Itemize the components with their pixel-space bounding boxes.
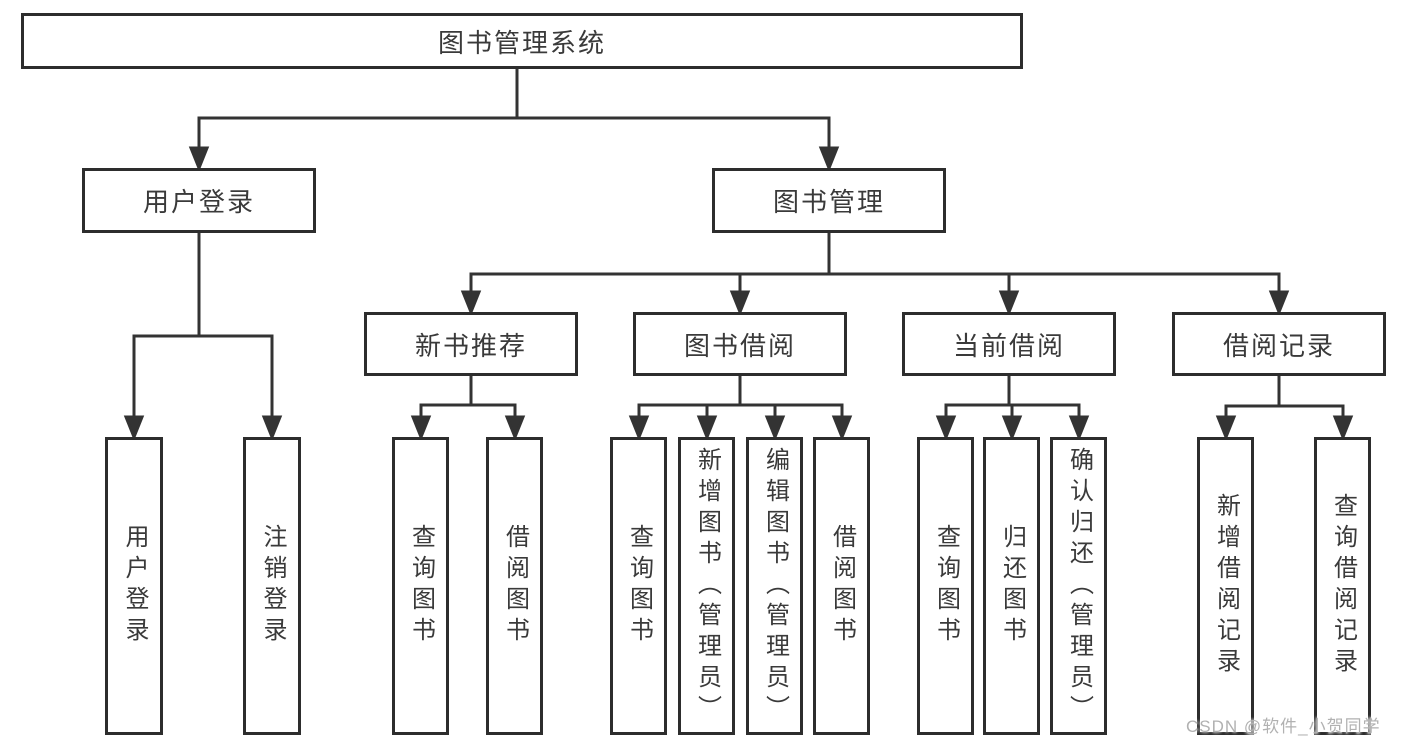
node-book-management-label: 图书管理	[772, 187, 885, 217]
node-book-borrowing: 图书借阅	[633, 312, 847, 376]
leaf-return-book-label: 归还图书	[998, 524, 1026, 648]
leaf-borrow-book-2-label: 借阅图书	[828, 524, 856, 648]
leaf-return-book: 归还图书	[983, 437, 1040, 735]
leaf-user-login: 用户登录	[105, 437, 163, 735]
leaf-query-borrow-record-label: 查询借阅记录	[1329, 493, 1357, 679]
node-current-borrowing-label: 当前借阅	[952, 330, 1065, 361]
node-borrow-records-label: 借阅记录	[1222, 330, 1335, 361]
leaf-edit-book-admin: 编辑图书（管理员）	[746, 437, 803, 735]
leaf-query-book-3: 查询图书	[917, 437, 974, 735]
leaf-add-book-admin-label: 新增图书（管理员）	[693, 446, 721, 726]
node-new-book-recommend: 新书推荐	[364, 312, 578, 376]
node-login-group: 用户登录	[82, 168, 316, 233]
node-borrow-records: 借阅记录	[1172, 312, 1386, 376]
leaf-confirm-return-admin-label: 确认归还（管理员）	[1065, 446, 1093, 726]
leaf-user-login-label: 用户登录	[121, 524, 148, 648]
leaf-borrow-book-2: 借阅图书	[813, 437, 870, 735]
leaf-confirm-return-admin: 确认归还（管理员）	[1050, 437, 1107, 735]
leaf-add-book-admin: 新增图书（管理员）	[678, 437, 735, 735]
node-system-label: 图书管理系统	[437, 27, 606, 58]
leaf-logout-label: 注销登录	[259, 524, 286, 648]
csdn-watermark: CSDN @软件_小贺同学	[1186, 717, 1381, 736]
leaf-query-book-2: 查询图书	[610, 437, 667, 735]
leaf-query-borrow-record: 查询借阅记录	[1314, 437, 1371, 735]
leaf-query-book-1-label: 查询图书	[407, 524, 435, 648]
node-book-management: 图书管理	[712, 168, 946, 233]
leaf-query-book-1: 查询图书	[392, 437, 449, 735]
leaf-add-borrow-record: 新增借阅记录	[1197, 437, 1254, 735]
node-book-borrowing-label: 图书借阅	[683, 330, 796, 361]
node-login-group-label: 用户登录	[142, 187, 255, 217]
leaf-query-book-2-label: 查询图书	[625, 524, 653, 648]
node-current-borrowing: 当前借阅	[902, 312, 1116, 376]
leaf-edit-book-admin-label: 编辑图书（管理员）	[761, 446, 789, 726]
leaf-borrow-book-1: 借阅图书	[486, 437, 543, 735]
leaf-borrow-book-1-label: 借阅图书	[501, 524, 529, 648]
leaf-query-book-3-label: 查询图书	[932, 524, 960, 648]
leaf-add-borrow-record-label: 新增借阅记录	[1212, 493, 1240, 679]
node-system: 图书管理系统	[21, 13, 1023, 69]
node-new-book-recommend-label: 新书推荐	[414, 330, 527, 361]
leaf-logout: 注销登录	[243, 437, 301, 735]
